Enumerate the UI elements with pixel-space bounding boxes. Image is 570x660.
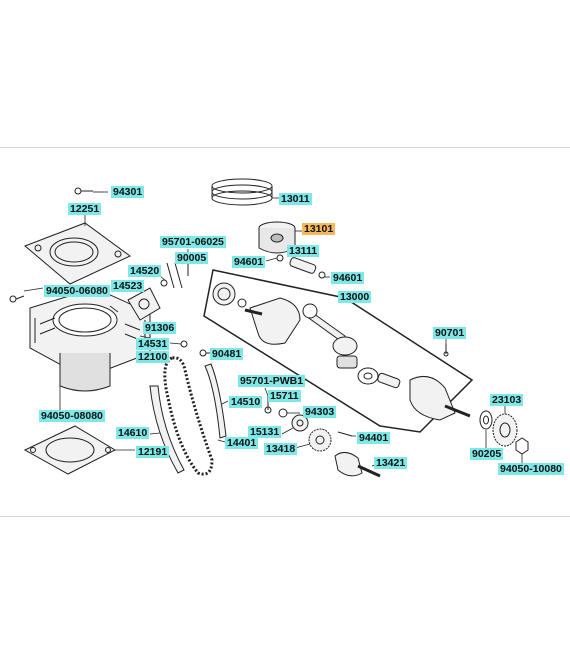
callout-94601-right[interactable]: 94601 bbox=[331, 272, 365, 284]
callout-23103[interactable]: 23103 bbox=[490, 394, 524, 406]
chain-guide-part[interactable] bbox=[149, 385, 185, 474]
callout-14401[interactable]: 14401 bbox=[225, 437, 259, 449]
callout-15711[interactable]: 15711 bbox=[268, 390, 301, 402]
callout-13421[interactable]: 13421 bbox=[374, 457, 408, 469]
tensioner-guide-part[interactable] bbox=[204, 363, 227, 439]
callout-90005[interactable]: 90005 bbox=[175, 252, 209, 264]
callout-94050-08080[interactable]: 94050-08080 bbox=[39, 410, 105, 422]
callout-15131[interactable]: 15131 bbox=[248, 426, 282, 438]
callout-12251[interactable]: 12251 bbox=[68, 203, 102, 215]
callout-90701[interactable]: 90701 bbox=[433, 327, 467, 339]
bolt-94301-part[interactable] bbox=[74, 187, 93, 195]
callout-12191[interactable]: 12191 bbox=[136, 446, 170, 458]
head-gasket-part[interactable] bbox=[24, 222, 131, 285]
callout-13101[interactable]: 13101 bbox=[302, 223, 336, 235]
callout-95701-PWB1[interactable]: 95701-PWB1 bbox=[238, 375, 306, 387]
callout-13000[interactable]: 13000 bbox=[338, 291, 372, 303]
callout-12100[interactable]: 12100 bbox=[136, 351, 170, 363]
callout-94401[interactable]: 94401 bbox=[357, 432, 391, 444]
nut-94050-10080-part[interactable] bbox=[515, 437, 529, 455]
connecting-rod-part[interactable] bbox=[302, 303, 358, 356]
crank-bearing-part[interactable] bbox=[212, 282, 247, 308]
callout-94601-left[interactable]: 94601 bbox=[232, 256, 266, 268]
callout-94050-10080[interactable]: 94050-10080 bbox=[498, 463, 564, 475]
base-gasket-part[interactable] bbox=[23, 425, 117, 475]
gear-23103-part[interactable] bbox=[492, 413, 518, 447]
crank-web-right-part[interactable] bbox=[409, 375, 471, 421]
callout-14510[interactable]: 14510 bbox=[229, 396, 263, 408]
crank-web-left-part[interactable] bbox=[244, 297, 301, 345]
crank-washer-part[interactable] bbox=[357, 367, 379, 385]
callout-94303[interactable]: 94303 bbox=[303, 406, 337, 418]
callout-90481[interactable]: 90481 bbox=[210, 348, 244, 360]
callout-95701-06025[interactable]: 95701-06025 bbox=[160, 236, 226, 248]
bolt-94050-06080-part[interactable] bbox=[9, 295, 25, 303]
cylinder-block-part[interactable] bbox=[29, 287, 151, 392]
gear-15131-part[interactable] bbox=[291, 414, 309, 432]
bolt-94401-part[interactable] bbox=[337, 431, 353, 437]
needle-bearing-part[interactable] bbox=[336, 355, 358, 369]
piston-rings-part[interactable] bbox=[211, 178, 273, 206]
callout-14531[interactable]: 14531 bbox=[136, 338, 170, 350]
callout-14520[interactable]: 14520 bbox=[128, 265, 162, 277]
gear-13418-part[interactable] bbox=[308, 428, 332, 452]
washer-90205-part[interactable] bbox=[479, 410, 493, 430]
callout-13111[interactable]: 13111 bbox=[287, 245, 320, 257]
parts-diagram-panel: 94301 12251 13011 13101 95701-06025 1311… bbox=[0, 147, 570, 517]
callout-14523[interactable]: 14523 bbox=[111, 280, 145, 292]
callout-94050-06080[interactable]: 94050-06080 bbox=[44, 285, 110, 297]
balancer-shaft-part[interactable] bbox=[334, 452, 381, 478]
callout-90205[interactable]: 90205 bbox=[470, 448, 504, 460]
callout-13418[interactable]: 13418 bbox=[264, 443, 298, 455]
crankpin-part[interactable] bbox=[377, 372, 401, 389]
piston-pin-part[interactable] bbox=[276, 254, 326, 279]
bolt-14531-part[interactable] bbox=[180, 340, 188, 348]
tensioner-part[interactable] bbox=[127, 260, 189, 321]
pin-90701-part[interactable] bbox=[443, 344, 449, 357]
exploded-engine-diagram bbox=[9, 178, 529, 478]
callout-14610[interactable]: 14610 bbox=[116, 427, 150, 439]
callout-94301[interactable]: 94301 bbox=[111, 186, 145, 198]
washer-94303-part[interactable] bbox=[278, 408, 288, 418]
callout-13011[interactable]: 13011 bbox=[279, 193, 312, 205]
callout-91306[interactable]: 91306 bbox=[143, 322, 177, 334]
